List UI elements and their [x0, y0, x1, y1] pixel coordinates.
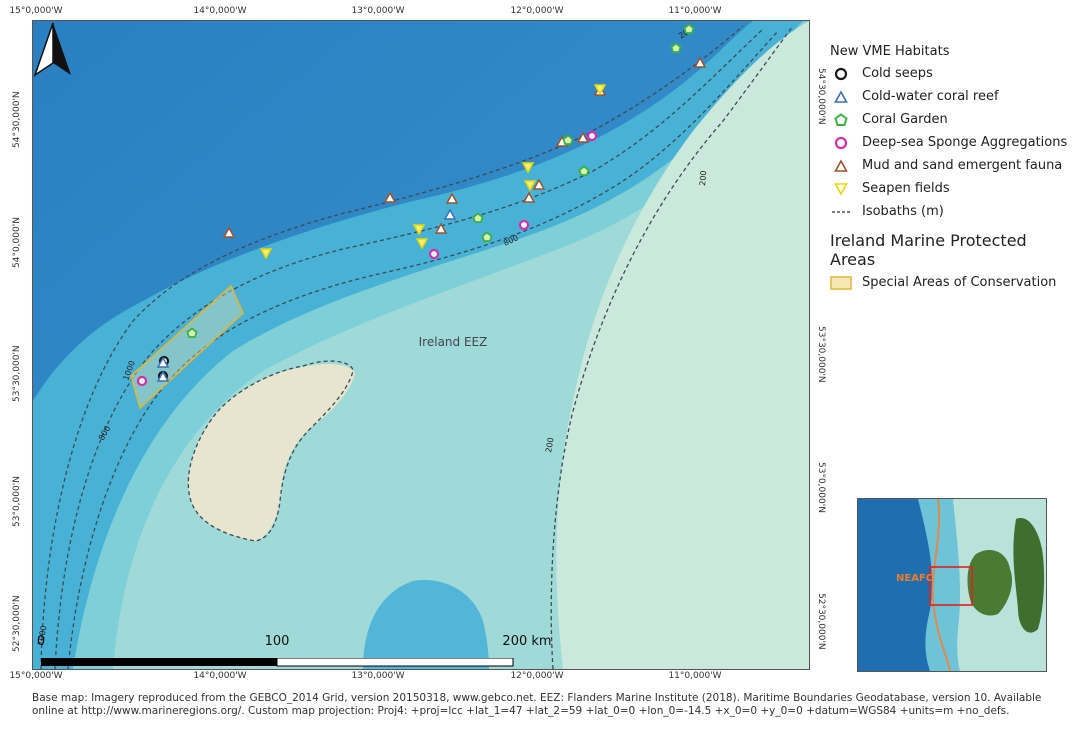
coord-top: 15°0,000'W [9, 6, 63, 16]
isobath-label: 200 [544, 437, 556, 454]
mud-sand-marker[interactable] [522, 191, 536, 203]
coord-top: 13°0,000'W [351, 6, 405, 16]
seapen-marker[interactable] [593, 84, 607, 96]
circle-icon [830, 66, 852, 82]
coord-left: 54°30,000'N [12, 91, 22, 148]
coord-left: 54°0,000'N [12, 217, 22, 268]
sponge-marker[interactable] [136, 375, 148, 387]
isobath-label: 1000 [36, 625, 48, 647]
mud-sand-marker[interactable] [693, 56, 707, 68]
seapen-marker[interactable] [412, 224, 426, 236]
legend-item-isobaths: Isobaths (m) [830, 200, 1075, 223]
circle-icon [830, 135, 852, 151]
coord-top: 11°0,000'W [668, 6, 722, 16]
dashed-line-icon [830, 204, 852, 220]
legend-item-coral-garden: Coral Garden [830, 108, 1075, 131]
mud-sand-marker[interactable] [576, 131, 590, 143]
legend-mpa-title: Ireland Marine Protected Areas [830, 231, 1027, 269]
mud-sand-marker[interactable] [434, 222, 448, 234]
map-frame[interactable]: 800 800 200 200 200 1000 1000 Ireland EE… [32, 20, 810, 670]
coord-bottom: 12°0,000'W [510, 671, 564, 681]
seapen-marker[interactable] [521, 162, 535, 174]
triangle-icon [830, 89, 852, 105]
coral-reef-marker[interactable] [156, 370, 170, 382]
triangle-down-icon [830, 181, 852, 197]
legend-label: Coral Garden [862, 112, 948, 127]
legend-vme-title: New VME Habitats [830, 44, 950, 59]
mud-sand-marker[interactable] [532, 178, 546, 190]
coral-reef-marker[interactable] [443, 208, 457, 220]
porcupine-bank [188, 363, 355, 541]
coord-top: 12°0,000'W [510, 6, 564, 16]
coord-bottom: 15°0,000'W [9, 671, 63, 681]
polygon-swatch-icon [830, 275, 852, 291]
coord-right: 53°30,000'N [816, 326, 826, 383]
coral-garden-marker[interactable] [472, 212, 484, 223]
neafc-label: NEAFC [896, 573, 933, 584]
inset-map[interactable]: NEAFC [857, 498, 1047, 672]
mud-sand-marker[interactable] [383, 191, 397, 203]
coral-garden-marker[interactable] [683, 23, 695, 34]
coord-top: 14°0,000'W [193, 6, 247, 16]
coral-reef-marker[interactable] [156, 356, 170, 368]
map-caption: Base map: Imagery reproduced from the GE… [32, 692, 1042, 717]
map-canvas: 800 800 200 200 200 1000 1000 Ireland EE… [33, 21, 809, 669]
legend-item-sac: Special Areas of Conservation [830, 271, 1075, 294]
legend-label: Seapen fields [862, 181, 950, 196]
coord-bottom: 14°0,000'W [193, 671, 247, 681]
coord-right: 53°0,000'N [816, 462, 826, 513]
legend-label: Special Areas of Conservation [862, 275, 1057, 290]
coord-left: 52°30,000'N [12, 595, 22, 652]
scale-bar [41, 658, 514, 667]
isobath-label: 200 [698, 170, 708, 186]
legend-label: Cold-water coral reef [862, 89, 999, 104]
eez-label: Ireland EEZ [419, 335, 488, 349]
map-legend: New VME Habitats Cold seeps Cold-water c… [830, 44, 1075, 294]
coord-right: 54°30,000'N [816, 68, 826, 125]
sponge-marker[interactable] [428, 248, 440, 260]
coord-right: 52°30,000'N [816, 593, 826, 650]
legend-label: Deep-sea Sponge Aggregations [862, 135, 1068, 150]
mud-sand-marker[interactable] [445, 192, 459, 204]
seapen-marker[interactable] [523, 180, 537, 192]
seapen-marker[interactable] [415, 238, 429, 250]
coral-garden-marker[interactable] [562, 134, 574, 145]
legend-label: Cold seeps [862, 66, 933, 81]
deep-basin [363, 580, 489, 669]
legend-item-cold-seeps: Cold seeps [830, 62, 1075, 85]
coord-left: 53°30,000'N [12, 345, 22, 402]
legend-label: Isobaths (m) [862, 204, 944, 219]
shallow-shelf [556, 21, 809, 669]
legend-item-seapen: Seapen fields [830, 177, 1075, 200]
triangle-icon [830, 158, 852, 174]
coral-garden-marker[interactable] [578, 165, 590, 176]
sponge-marker[interactable] [518, 219, 530, 231]
legend-item-coral-reef: Cold-water coral reef [830, 85, 1075, 108]
legend-item-sponge: Deep-sea Sponge Aggregations [830, 131, 1075, 154]
scale-label-200: 200 km [502, 634, 552, 649]
sponge-marker[interactable] [586, 130, 598, 142]
coral-garden-marker[interactable] [186, 327, 198, 338]
coord-left: 53°0,000'N [12, 476, 22, 527]
isobath-lines [40, 25, 794, 669]
vme-markers [136, 23, 707, 387]
scale-label-100: 100 [264, 634, 290, 649]
coral-garden-marker[interactable] [481, 231, 493, 242]
mud-sand-marker[interactable] [222, 226, 236, 238]
legend-item-mud-sand: Mud and sand emergent fauna [830, 154, 1075, 177]
coral-garden-marker[interactable] [670, 42, 682, 53]
coord-bottom: 11°0,000'W [668, 671, 722, 681]
scale-label-0: 0 [36, 634, 46, 649]
seapen-marker[interactable] [259, 248, 273, 260]
north-arrow-icon [33, 22, 71, 77]
inset-extent-box [929, 566, 973, 606]
coord-bottom: 13°0,000'W [351, 671, 405, 681]
pentagon-icon [830, 112, 852, 128]
legend-label: Mud and sand emergent fauna [862, 158, 1063, 173]
inset-canvas: NEAFC [858, 499, 1046, 671]
